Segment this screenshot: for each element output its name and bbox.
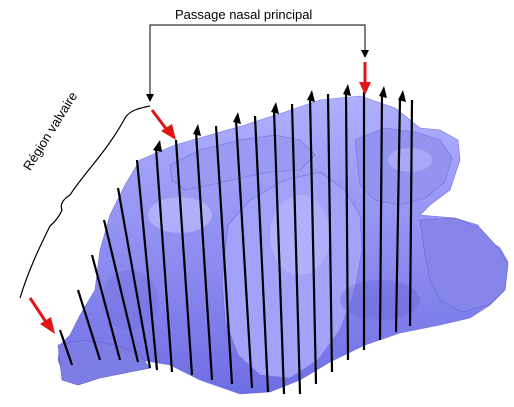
slice-tip [153, 140, 162, 152]
red-arrows [28, 62, 371, 334]
slice-line [154, 147, 174, 373]
slice-line [135, 159, 159, 371]
slice-line [290, 103, 302, 395]
mesh-highlight [148, 197, 212, 233]
bracket-arrowhead [361, 50, 369, 58]
mesh-nostril [57, 339, 151, 386]
slice-line [116, 187, 152, 369]
mesh-highlight [270, 195, 330, 275]
nasal-cavity-mesh [57, 95, 509, 395]
slice-tip [271, 102, 279, 114]
slice-tip [398, 90, 406, 102]
slice-line [234, 119, 254, 389]
red-arrow-head [161, 124, 176, 140]
mesh-shadow [102, 270, 158, 330]
slice-line [378, 93, 384, 341]
red-arrow-shaft [28, 297, 48, 323]
slice-tip [379, 86, 387, 98]
red-arrow-shaft [150, 109, 169, 131]
slice-line [408, 99, 414, 327]
bracket-arrowhead [146, 94, 154, 102]
slice-tips [153, 84, 406, 152]
slice-tip [307, 90, 315, 102]
mesh-upper-ridge [169, 134, 316, 191]
slice-line [90, 254, 122, 361]
slice-line [344, 91, 350, 361]
slice-tip [343, 84, 351, 96]
slice-line [76, 289, 102, 361]
red-arrow-head [40, 317, 55, 334]
main-passage-label: Passage nasal principal [175, 7, 313, 22]
bracket-line [149, 24, 366, 97]
slice-planes [58, 91, 414, 395]
mesh-highlight [388, 148, 432, 172]
slice-line [174, 139, 194, 376]
slice-tip [233, 112, 241, 124]
slice-line [272, 109, 286, 395]
valve-region-brace [19, 105, 151, 299]
slice-line [308, 97, 318, 385]
slice-line [194, 131, 214, 381]
main-passage-bracket [146, 24, 369, 102]
slice-tip [193, 124, 201, 136]
slice-line [58, 329, 74, 366]
red-arrow-head [359, 82, 371, 95]
slice-line [326, 93, 334, 373]
mesh-nasopharynx [419, 217, 509, 313]
slice-line [253, 115, 270, 393]
slice-line [214, 125, 234, 385]
slice-line [102, 219, 140, 363]
slice-line [394, 97, 402, 333]
